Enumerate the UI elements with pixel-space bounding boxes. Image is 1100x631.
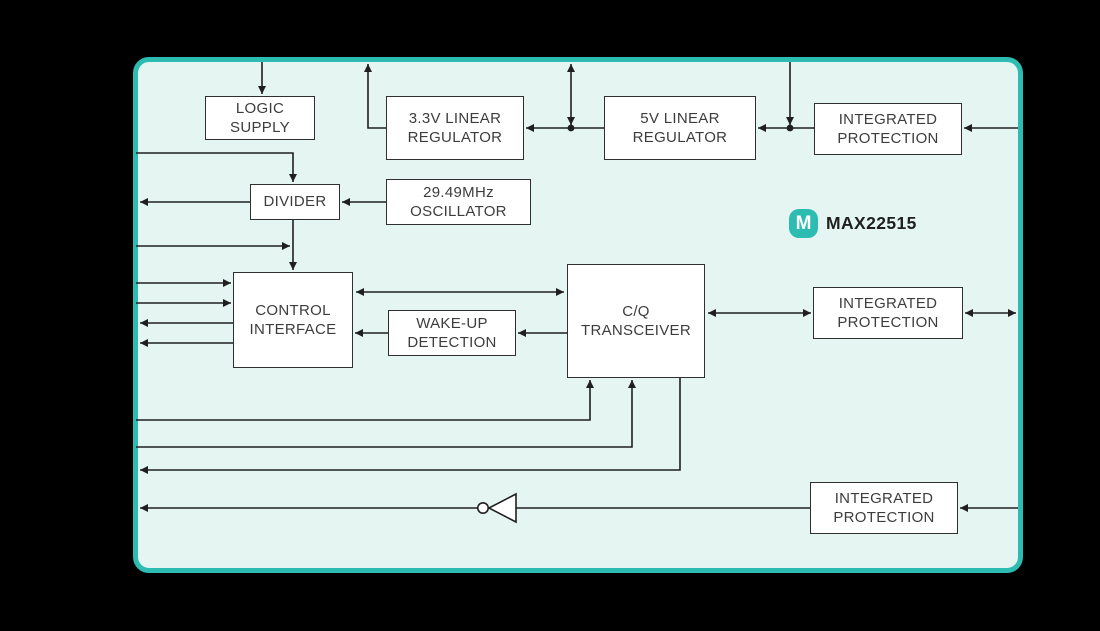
- brand-logo: M MAX22515: [789, 209, 917, 238]
- part-number: MAX22515: [826, 213, 917, 233]
- block-label: REGULATOR: [407, 129, 503, 146]
- block-label: INTERFACE: [249, 321, 337, 338]
- block-cq-transceiver: C/Q TRANSCEIVER: [567, 264, 705, 378]
- block-label: PROTECTION: [833, 509, 935, 526]
- block-3v3-regulator: 3.3V LINEAR REGULATOR: [386, 96, 524, 160]
- block-label: DETECTION: [407, 334, 497, 351]
- block-oscillator: 29.49MHz OSCILLATOR: [386, 179, 531, 225]
- block-label: INTEGRATED: [834, 489, 934, 507]
- block-label: CONTROL: [255, 301, 331, 319]
- block-integrated-protection-mid: INTEGRATED PROTECTION: [813, 287, 963, 339]
- block-label: INTEGRATED: [838, 294, 938, 312]
- block-wakeup-detection: WAKE-UP DETECTION: [388, 310, 516, 356]
- block-label: PROTECTION: [837, 130, 939, 147]
- block-integrated-protection-top: INTEGRATED PROTECTION: [814, 103, 962, 155]
- block-control-interface: CONTROL INTERFACE: [233, 272, 353, 368]
- block-label: 3.3V LINEAR: [408, 109, 502, 127]
- block-label: OSCILLATOR: [410, 203, 507, 220]
- block-5v-regulator: 5V LINEAR REGULATOR: [604, 96, 756, 160]
- block-label: REGULATOR: [632, 129, 728, 146]
- block-divider: DIVIDER: [250, 184, 340, 220]
- block-logic-supply: LOGIC SUPPLY: [205, 96, 315, 140]
- block-label: DIVIDER: [263, 193, 327, 211]
- block-label: 29.49MHz: [423, 183, 494, 201]
- block-label: 5V LINEAR: [640, 109, 720, 127]
- block-label: C/Q: [622, 302, 650, 320]
- block-label: WAKE-UP: [416, 314, 488, 332]
- block-label: LOGIC: [235, 99, 285, 117]
- block-label: PROTECTION: [837, 314, 939, 331]
- block-integrated-protection-bot: INTEGRATED PROTECTION: [810, 482, 958, 534]
- maxim-logo-monogram: M: [795, 212, 812, 234]
- maxim-logo-icon: M: [789, 209, 818, 238]
- block-label: SUPPLY: [230, 119, 290, 136]
- block-label: TRANSCEIVER: [581, 322, 691, 339]
- block-label: INTEGRATED: [838, 110, 938, 128]
